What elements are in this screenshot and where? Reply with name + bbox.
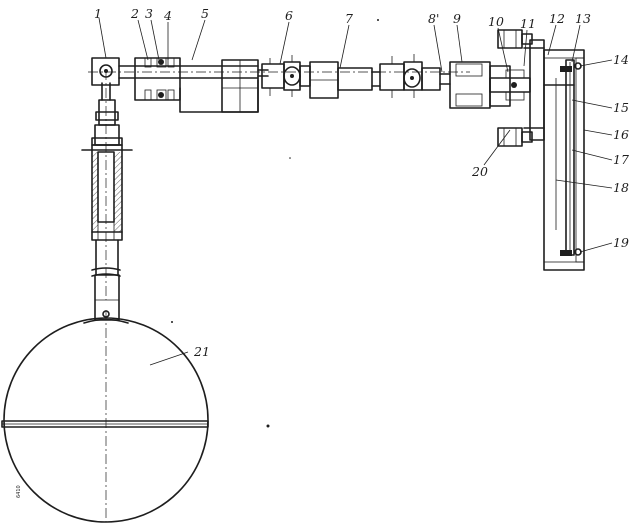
label-17: 17 (613, 152, 629, 167)
hinge-joint (91, 57, 120, 86)
label-13: 13 (575, 11, 591, 26)
vertical-rod (81, 70, 133, 321)
flange (523, 39, 545, 141)
corner-mark: 6410 (16, 485, 22, 498)
universal-joint-right (379, 54, 451, 98)
magnetic-coupling-housing (449, 61, 531, 109)
label-10: 10 (488, 14, 504, 29)
label-16: 16 (613, 127, 629, 142)
scan-specks (171, 19, 379, 428)
label-14: 14 (613, 52, 629, 67)
label-19: 19 (613, 235, 629, 250)
label-9: 9 (453, 11, 461, 26)
label-8: 8' (428, 11, 439, 26)
label-5: 5 (201, 6, 209, 21)
label-1: 1 (94, 6, 102, 21)
label-3: 3 (145, 6, 153, 21)
bracket (179, 59, 269, 113)
label-7: 7 (345, 11, 353, 26)
horizontal-arm (88, 57, 470, 101)
leader-lines (98, 17, 613, 366)
label-11: 11 (520, 16, 536, 31)
part-labels: 1 2 3 4 5 6 7 8' 9 10 11 12 13 14 15 16 … (16, 6, 629, 498)
label-18: 18 (613, 180, 629, 195)
label-15: 15 (613, 100, 629, 115)
telescopic-shaft (309, 61, 381, 99)
indicator-housing (543, 49, 585, 271)
universal-joint-left (261, 55, 311, 97)
label-21: 21 (193, 344, 210, 359)
label-6: 6 (285, 8, 293, 23)
label-20: 20 (471, 164, 488, 179)
spherical-float (1, 310, 209, 523)
mounting-bolt-bottom (497, 127, 533, 147)
label-12: 12 (549, 11, 565, 26)
label-2: 2 (130, 6, 139, 21)
label-4: 4 (163, 8, 172, 23)
